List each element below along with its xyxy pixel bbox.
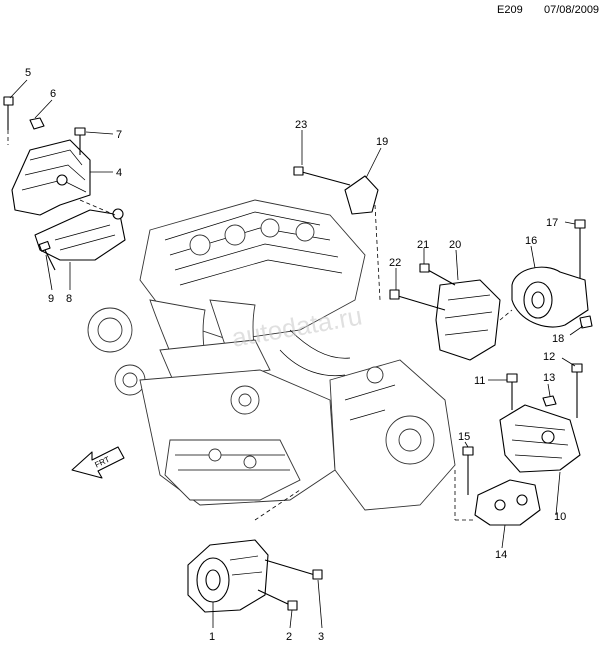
left-upper-mount: [3, 79, 126, 291]
right-upper-mount: [389, 219, 593, 361]
callout-7: 7: [116, 129, 122, 141]
engine-assembly: [87, 199, 456, 511]
callout-8: 8: [66, 293, 72, 305]
callout-13: 13: [543, 372, 555, 384]
callout-numbers: 1 2 3 4 5 6 7 8 9 10 11 12 13 14 15 16 1…: [25, 67, 566, 643]
callout-14: 14: [495, 549, 507, 561]
callout-22: 22: [389, 257, 401, 269]
callout-23: 23: [295, 119, 307, 131]
callout-9: 9: [48, 293, 54, 305]
right-lower-mount: [454, 357, 583, 549]
callout-15: 15: [458, 431, 470, 443]
bottom-mount: [187, 489, 323, 629]
callout-10: 10: [554, 511, 566, 523]
callout-21: 21: [417, 239, 429, 251]
callout-16: 16: [525, 235, 537, 247]
diagram-date: 07/08/2009: [544, 4, 600, 16]
callout-5: 5: [25, 67, 31, 79]
diagram-code: E209: [497, 4, 523, 16]
callout-18: 18: [552, 333, 564, 345]
callout-12: 12: [543, 351, 555, 363]
front-direction-arrow: FRT: [71, 446, 125, 479]
callout-3: 3: [318, 631, 324, 643]
callout-19: 19: [376, 136, 388, 148]
callout-2: 2: [286, 631, 292, 643]
callout-4: 4: [116, 167, 122, 179]
callout-17: 17: [546, 217, 558, 229]
callout-1: 1: [209, 631, 215, 643]
callout-20: 20: [449, 239, 461, 251]
callout-6: 6: [50, 88, 56, 100]
upper-middle-mount: [293, 130, 382, 301]
callout-11: 11: [474, 375, 485, 387]
